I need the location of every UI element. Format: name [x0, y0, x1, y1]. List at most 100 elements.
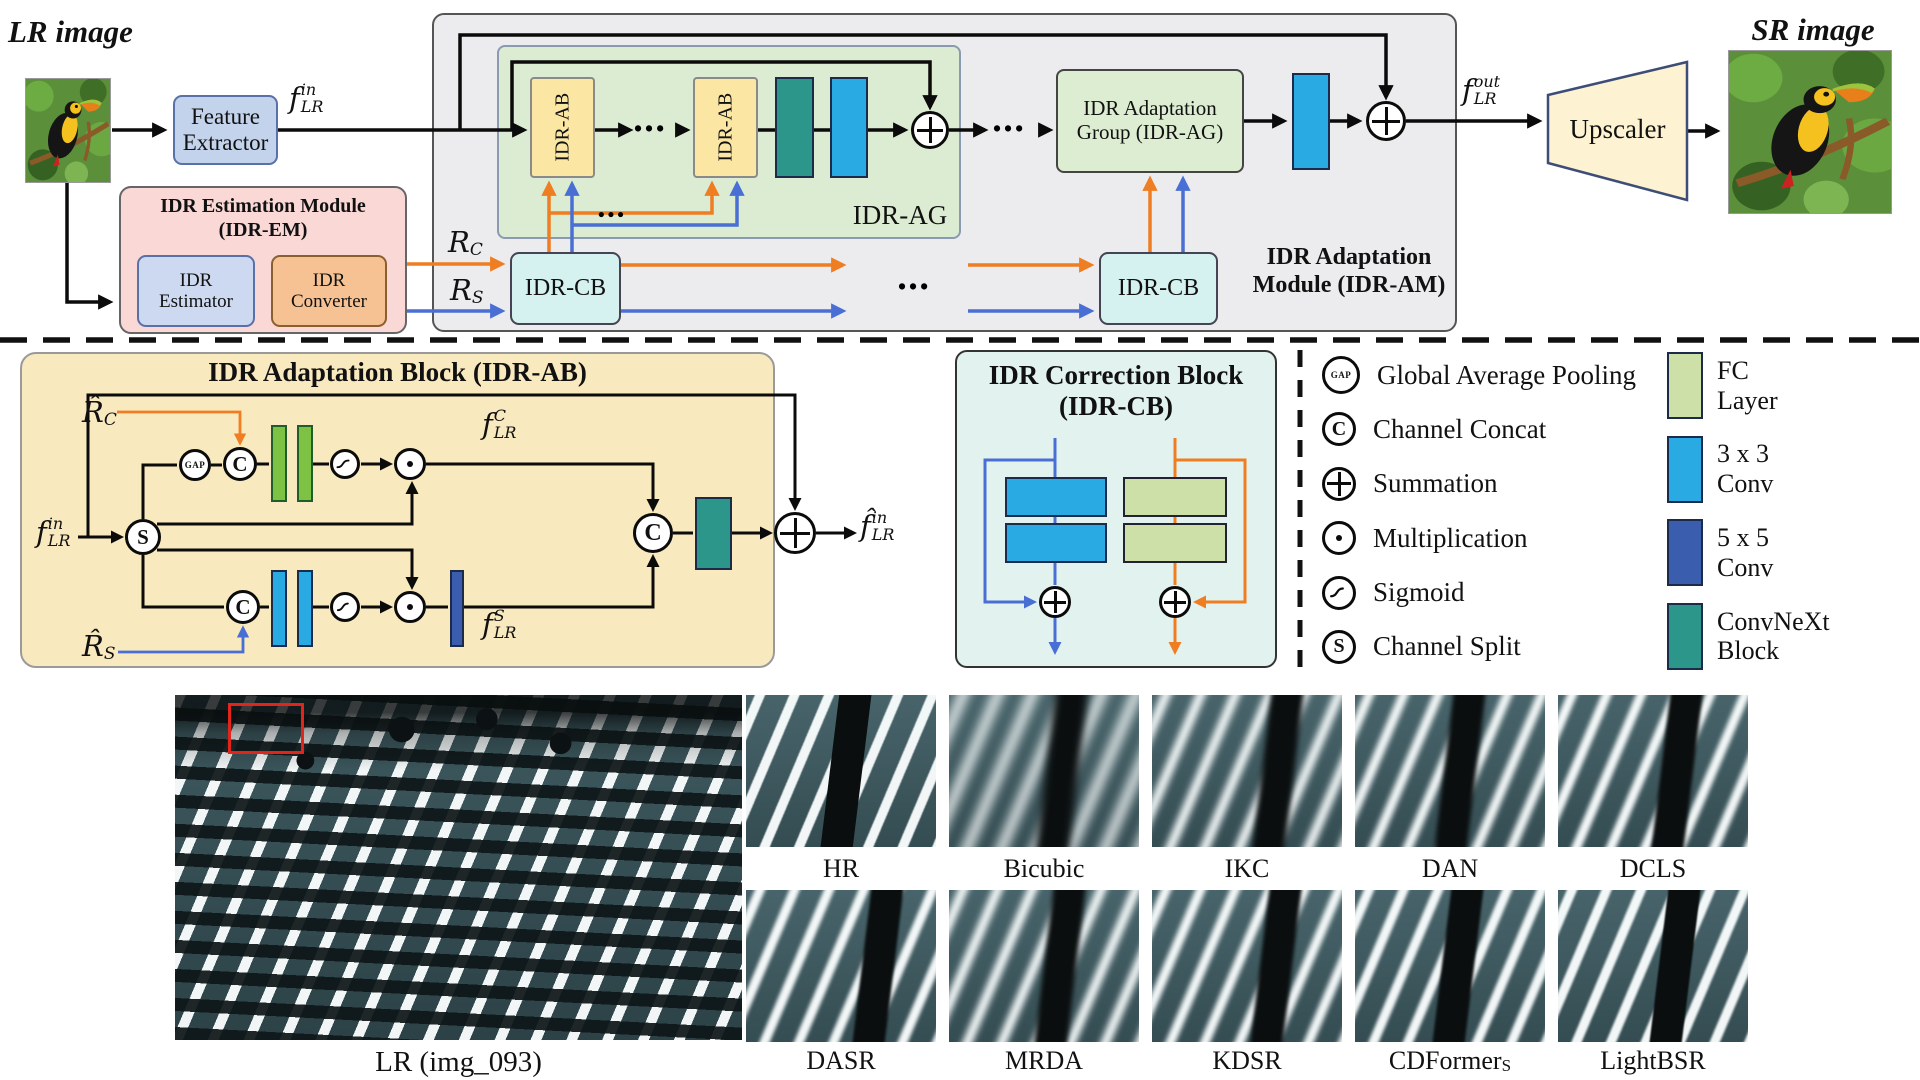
- cb-sum-right: [1159, 586, 1191, 618]
- idr-ab-box-2: IDR-AB: [693, 77, 758, 178]
- idr-am-label: IDR Adaptation Module (IDR-AM): [1252, 244, 1446, 298]
- dots-rc-branch: •••: [598, 205, 627, 226]
- sum-node-ab: [774, 512, 816, 554]
- legend-op-label: Channel Split: [1373, 631, 1521, 662]
- legend-item: Multiplication: [1322, 517, 1636, 559]
- comparison-method-label: KDSR: [1212, 1046, 1282, 1075]
- cb-fc-rect-2: [1123, 523, 1227, 563]
- sigmoid-node-bottom: [330, 592, 360, 622]
- feature-extractor-box: Feature Extractor: [173, 95, 278, 165]
- sigmoid-curve-icon: [1329, 587, 1344, 598]
- legend-swatch-label: 3 x 3 Conv: [1717, 439, 1774, 499]
- ab-block-title: IDR Adaptation Block (IDR-AB): [208, 357, 587, 387]
- idr-ab-box-1: IDR-AB: [530, 77, 595, 178]
- comparison-crop: [1558, 890, 1748, 1042]
- concat-node-top: C: [223, 447, 257, 481]
- legend-item: Sigmoid: [1322, 572, 1636, 614]
- fc-bar-2: [297, 425, 313, 502]
- comparison-method-label: DAN: [1421, 853, 1479, 883]
- fc-bar-1: [271, 425, 287, 502]
- idr-cb-box-2: IDR-CB: [1099, 252, 1218, 325]
- legend-swatch-item: ConvNeXt Block: [1667, 602, 1830, 670]
- cb-block-title: IDR Correction Block (IDR-CB): [988, 360, 1244, 422]
- dots-between-abs: •••: [634, 116, 668, 141]
- comparison-crop: [1355, 890, 1545, 1042]
- legend-item: Summation: [1322, 463, 1636, 505]
- roi-box: [228, 703, 304, 754]
- legend-swatch-label: 5 x 5 Conv: [1717, 522, 1774, 582]
- comparison-crop: [746, 890, 936, 1042]
- legend-op-label: Global Average Pooling: [1377, 359, 1636, 390]
- legend-swatch-label: ConvNeXt Block: [1717, 606, 1830, 666]
- concat-node-merge: C: [633, 513, 673, 553]
- concat-node-bottom: C: [226, 590, 260, 624]
- lr-scene-label: LR (img_093): [375, 1046, 542, 1078]
- upscaler-label: Upscaler: [1569, 114, 1666, 144]
- comparison-crop: [1152, 890, 1342, 1042]
- legend-swatch-item: 3 x 3 Conv: [1667, 435, 1830, 503]
- comparison-method-label: DCLS: [1619, 853, 1687, 883]
- crop-pattern: [1152, 695, 1342, 847]
- sr-image-label: SR image: [1751, 12, 1875, 47]
- comparison-crop: [1152, 695, 1342, 847]
- split-node: S: [125, 519, 161, 555]
- comparison-crop: [1355, 695, 1545, 847]
- idr-adaptation-group-box: IDR Adaptation Group (IDR-AG): [1056, 69, 1244, 173]
- legend-op-label: Summation: [1373, 468, 1498, 499]
- sr-photo: [1728, 50, 1892, 214]
- idr-estimator-box: IDR Estimator: [137, 255, 255, 327]
- gap-icon: GAP: [1322, 356, 1360, 394]
- legend-item: GAP Global Average Pooling: [1322, 354, 1636, 396]
- cb-fc-rect-1: [1123, 477, 1227, 517]
- toucan-illustration-sr: [1729, 51, 1891, 213]
- legend-op-label: Sigmoid: [1373, 577, 1465, 608]
- crop-pattern: [1558, 695, 1748, 847]
- sigmoid-icon: [1322, 575, 1356, 610]
- mult-icon: [1322, 521, 1356, 556]
- crop-pattern: [1152, 890, 1342, 1042]
- conv3-bar-tail: [1292, 73, 1330, 170]
- conv3-bar-1: [271, 570, 287, 647]
- legend-op-label: Channel Concat: [1373, 413, 1547, 444]
- idr-converter-box: IDR Converter: [271, 255, 387, 327]
- mult-node-top: [394, 448, 426, 480]
- idr-ag-label: IDR-AG: [852, 200, 948, 230]
- upscaler-shape: [1546, 60, 1689, 202]
- gap-node: GAP: [179, 449, 211, 481]
- legend-item: C Channel Concat: [1322, 408, 1636, 450]
- conv3-bar-top: [830, 77, 868, 178]
- sigmoid-curve-icon: [336, 459, 350, 469]
- concat-icon: C: [1322, 412, 1356, 447]
- lr-image-label: LR image: [8, 14, 133, 49]
- idr-adaptation-block-panel: [20, 352, 775, 668]
- sigmoid-curve-icon: [337, 602, 349, 612]
- mult-node-bottom: [394, 591, 426, 623]
- comparison-method-label: HR: [822, 853, 860, 883]
- dots-between-groups: •••: [993, 116, 1027, 141]
- comparison-crop: [746, 695, 936, 847]
- legend-swatch-color: [1667, 352, 1703, 419]
- legend-swatch-item: FC Layer: [1667, 352, 1830, 419]
- cb-sum-left: [1039, 586, 1071, 618]
- sum-node-module: [1366, 101, 1406, 141]
- legend-swatches: FC Layer 3 x 3 Conv 5 x 5 Conv ConvNeXt …: [1667, 352, 1830, 670]
- legend-swatch-label: FC Layer: [1717, 355, 1778, 415]
- legend-swatch-item: 5 x 5 Conv: [1667, 519, 1830, 587]
- legend-swatch-color: [1667, 435, 1703, 503]
- convnext-bar-top: [775, 77, 814, 178]
- legend-item: S Channel Split: [1322, 626, 1636, 668]
- idr-cb-box-1: IDR-CB: [510, 252, 621, 325]
- conv3-bar-2: [297, 570, 313, 647]
- split-icon: S: [1322, 629, 1356, 664]
- comparison-crop: [1558, 695, 1748, 847]
- comparison-method-label: LightBSR: [1600, 1046, 1706, 1075]
- crop-pattern: [746, 890, 936, 1042]
